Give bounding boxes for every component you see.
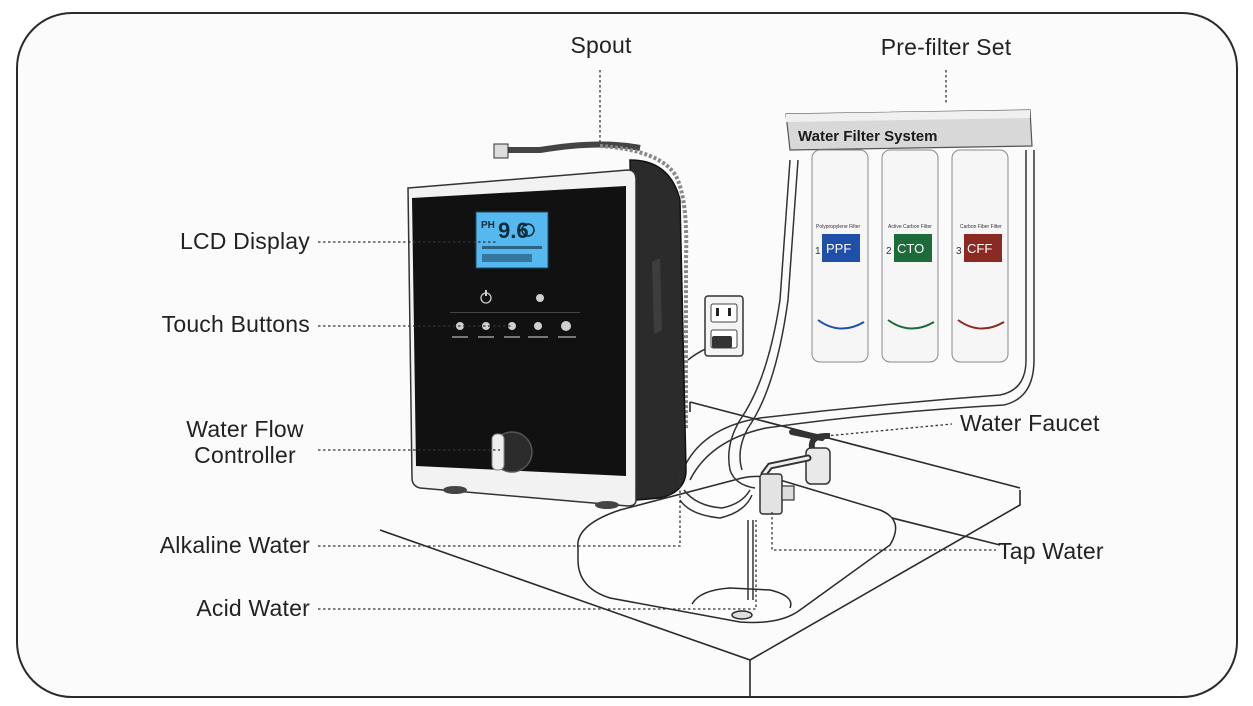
label-lcd-display: LCD Display (179, 228, 310, 254)
label-alkaline-water: Alkaline Water (159, 532, 310, 558)
ionizer-device: PH 9.6 (407, 141, 689, 509)
label-tap-water: Tap Water (998, 538, 1104, 564)
label-spout: Spout (570, 32, 632, 58)
filter-cartridge-1: PPF 1 Polypropylene Filter (811, 149, 869, 363)
sink-basin (577, 475, 897, 624)
filter-code-1: PPF (826, 241, 851, 256)
filter-header-text: Water Filter System (798, 128, 938, 145)
filter-number-3: 3 (956, 246, 962, 257)
filter-type-3: Carbon Fiber Filter (960, 224, 1002, 230)
flow-controller-knob (491, 431, 533, 473)
prefilter-set: Water Filter System PPF 1 Polypropylene … (785, 109, 1033, 363)
filter-number-1: 1 (815, 246, 821, 257)
leader-lines (318, 70, 996, 610)
label-acid-water: Acid Water (196, 595, 310, 621)
label-water-flow: Water Flow (186, 416, 304, 442)
filter-type-2: Active Carbon Filter (888, 224, 932, 230)
lcd-ph-value: 9.6 (498, 218, 529, 243)
touch-buttons (450, 290, 580, 338)
wall-outlet (704, 295, 744, 357)
label-controller: Controller (194, 442, 296, 468)
lcd-ph-label: PH (481, 220, 495, 231)
water-faucet (759, 429, 831, 515)
filter-number-2: 2 (886, 246, 892, 257)
filter-code-2: CTO (897, 241, 924, 256)
filter-cartridge-2: CTO 2 Active Carbon Filter (881, 149, 939, 363)
label-prefilter-set: Pre-filter Set (880, 34, 1012, 60)
filter-type-1: Polypropylene Filter (816, 224, 861, 230)
tubing (679, 150, 1035, 600)
filter-cartridge-3: CFF 3 Carbon Fiber Filter (951, 149, 1009, 363)
label-water-faucet: Water Faucet (960, 410, 1100, 436)
filter-code-3: CFF (967, 241, 992, 256)
label-touch-buttons: Touch Buttons (161, 311, 310, 337)
